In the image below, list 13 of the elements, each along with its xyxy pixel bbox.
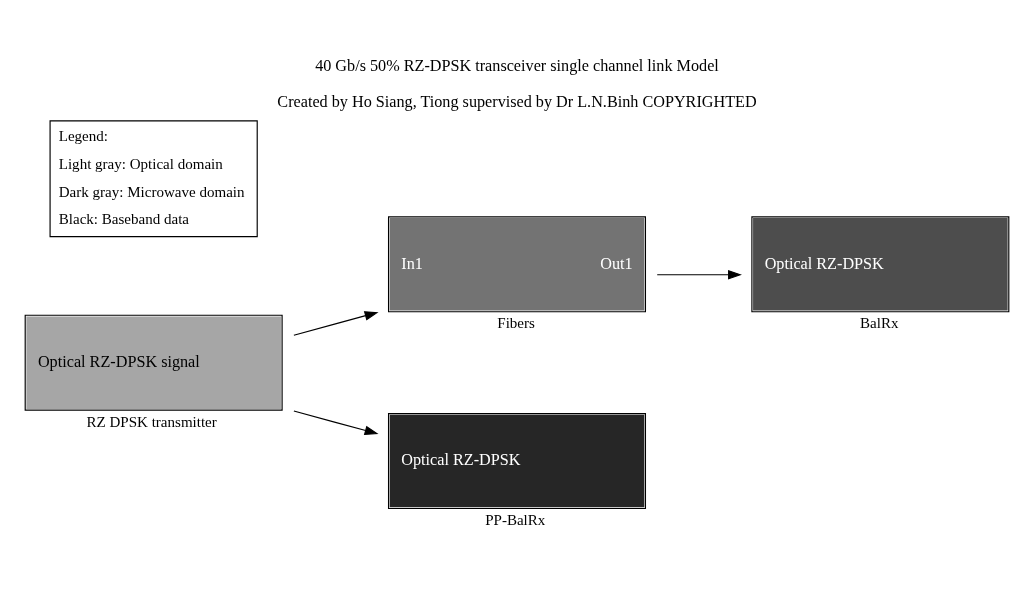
caption: Created by Ho Siang, Tiong supervised by Dr L.N.Binh COPYRIGHTED <box>276 93 757 112</box>
label: Dark gray: Microwave domain <box>58 183 245 200</box>
label: Light gray: Optical domain <box>58 155 223 172</box>
arrow <box>292 311 379 336</box>
label: Legend: <box>58 127 108 144</box>
node-label: PP-BalRx <box>484 512 545 529</box>
label: Black: Baseband data <box>58 211 189 228</box>
arrow <box>656 269 742 280</box>
diagram-title: 40 Gb/s 50% RZ-DPSK transceiver single channel link Model <box>314 57 719 76</box>
node-label: Fibers <box>496 315 535 332</box>
node-label: RZ DPSK transmitter <box>86 413 217 430</box>
node-label: BalRx <box>859 315 899 332</box>
arrow <box>292 410 379 436</box>
